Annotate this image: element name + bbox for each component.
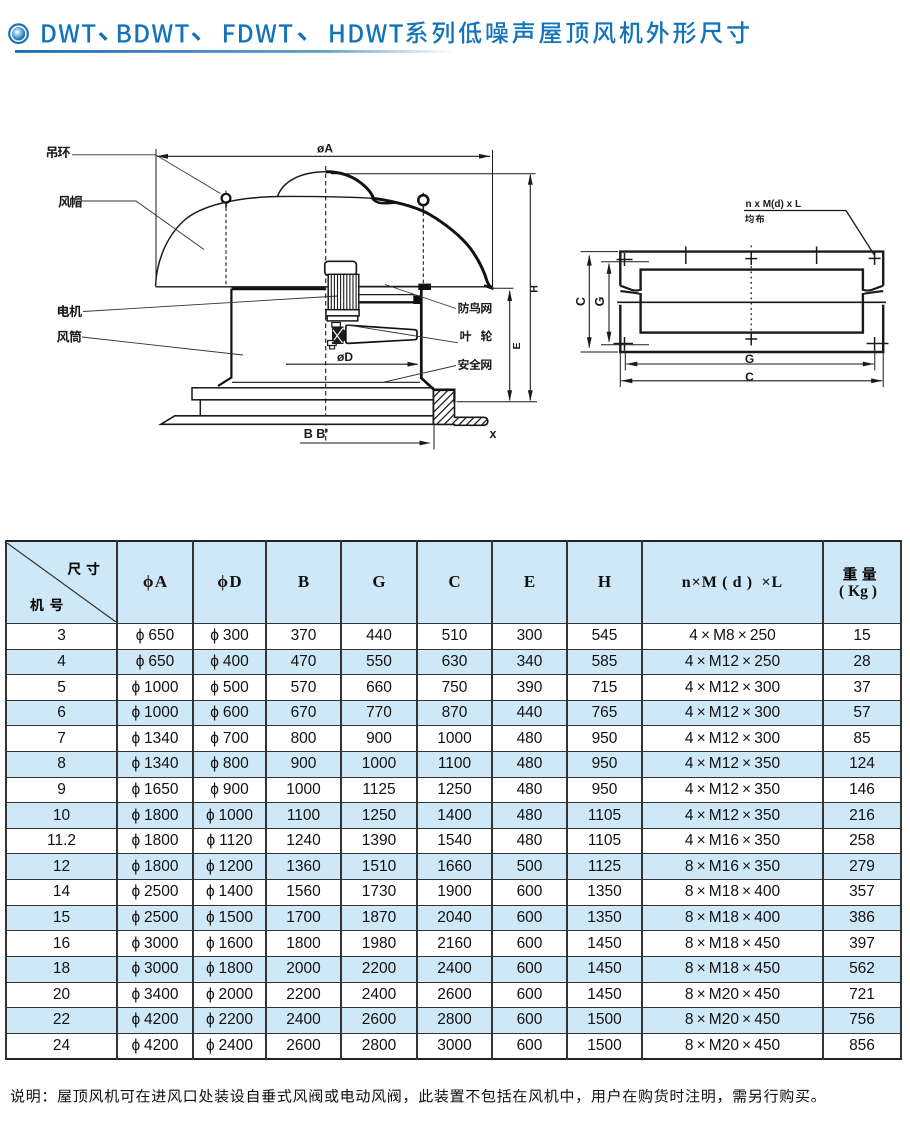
svg-text:øA: øA bbox=[317, 142, 333, 156]
svg-text:n x M(d) x L: n x M(d) x L bbox=[746, 199, 802, 210]
svg-text:( Kg ): ( Kg ) bbox=[839, 583, 877, 600]
svg-text:G: G bbox=[593, 297, 607, 307]
svg-text:C: C bbox=[745, 370, 754, 384]
svg-text:G: G bbox=[745, 352, 754, 366]
svg-text:C: C bbox=[574, 297, 588, 306]
svg-text:x: x bbox=[490, 427, 497, 441]
svg-text:E: E bbox=[511, 342, 523, 349]
svg-text:B B': B B' bbox=[304, 427, 329, 441]
svg-text:H: H bbox=[529, 285, 541, 293]
svg-text:øD: øD bbox=[337, 350, 353, 364]
